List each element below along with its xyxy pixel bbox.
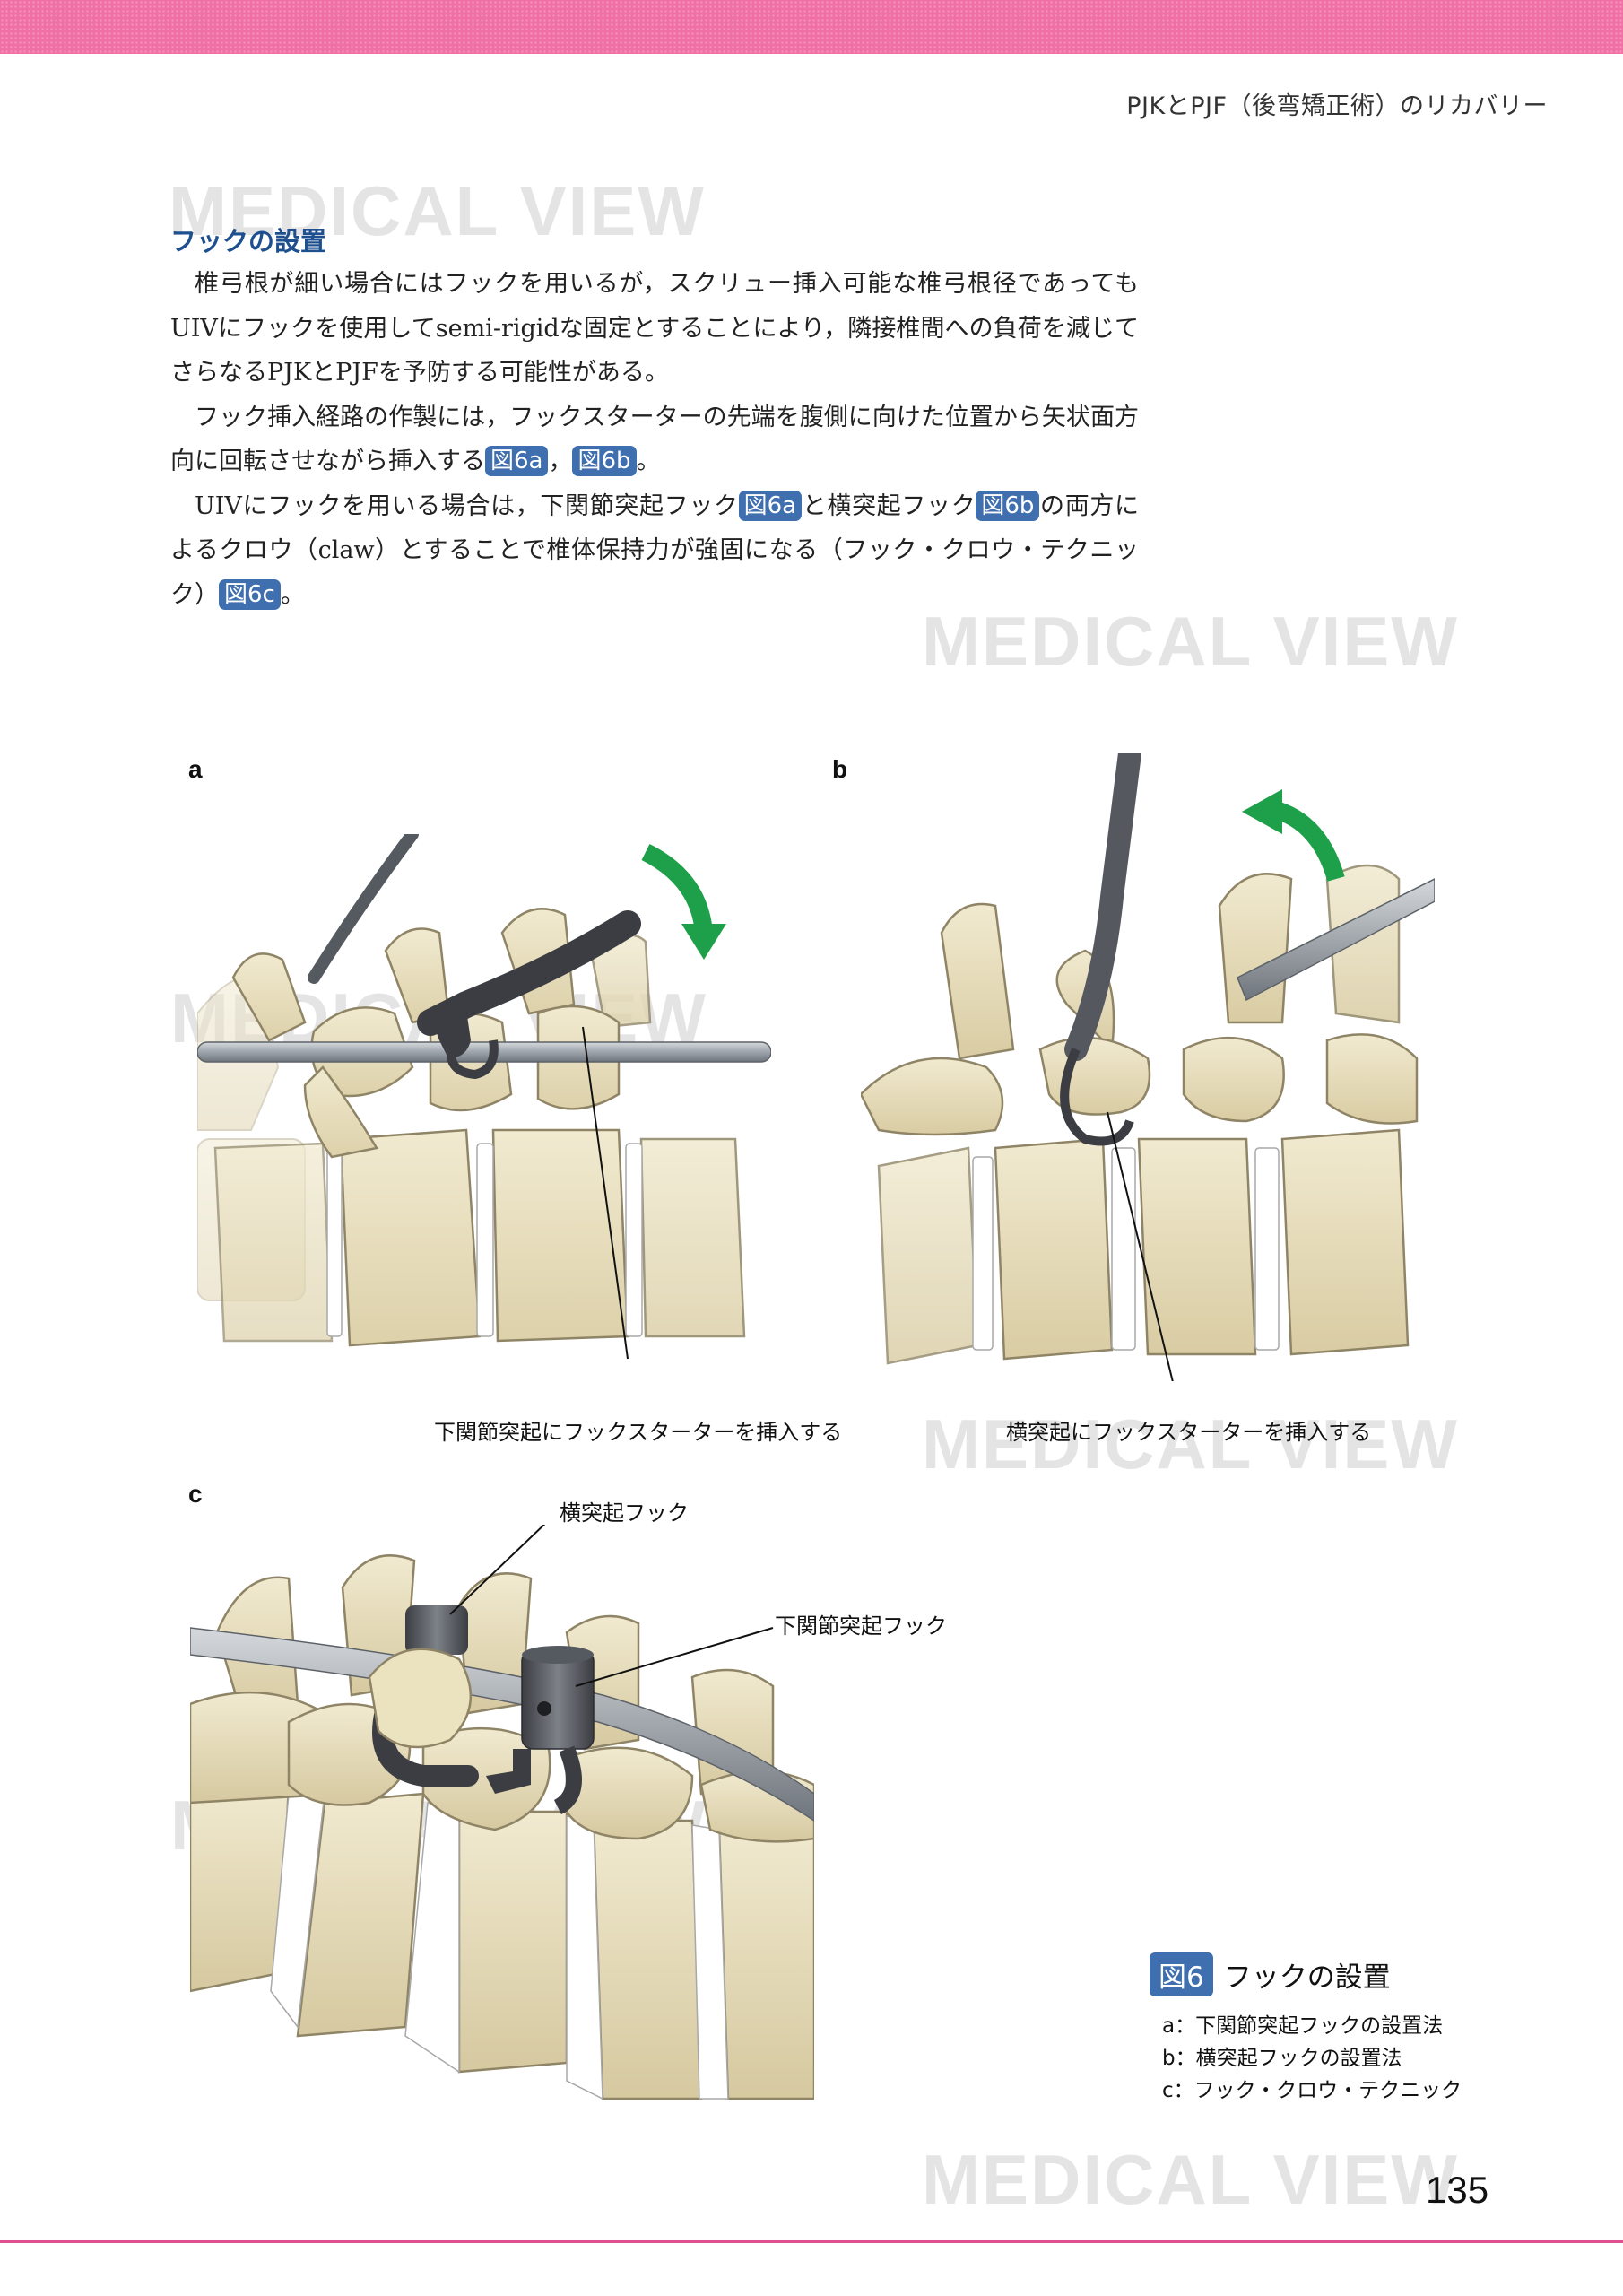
page-number: 135 — [1426, 2169, 1489, 2211]
illustration-panel-a — [197, 834, 771, 1360]
running-head: PJKとPJF（後弯矯正術）のリカバリー — [1126, 92, 1548, 120]
paragraph-2-text: フック挿入経路の作製には，フックスターターの先端を腹側に向けた位置から矢状面方向… — [170, 403, 1139, 476]
panel-letter-c: c — [188, 1480, 203, 1508]
caption-item-a: a：下関節突起フックの設置法 — [1162, 2014, 1444, 2038]
panel-letter-a: a — [188, 755, 203, 783]
paragraph-3-text: の両方によるクロウ（claw）とすることで椎体保持力が強固になる（フック・クロウ… — [170, 491, 1140, 609]
caption-item-c: c：フック・クロウ・テクニック — [1162, 2079, 1462, 2102]
figure-caption-text: フックの設置 — [1223, 1961, 1391, 1994]
label-transverse-hook: 横突起フック — [560, 1500, 689, 1526]
section-title: フックの設置 — [170, 226, 327, 257]
label-panel-a: 下関節突起にフックスターターを挿入する — [434, 1420, 843, 1445]
figure-ref-6c[interactable]: 図6c — [219, 578, 281, 610]
illustration-panel-b — [861, 753, 1435, 1381]
bottom-rule — [0, 2240, 1623, 2243]
paragraph-3-text: UIVにフックを用いる場合は，下関節突起フック — [195, 491, 739, 520]
figure-ref-6a[interactable]: 図6a — [485, 446, 549, 476]
label-inferior-articular-hook: 下関節突起フック — [775, 1613, 947, 1639]
watermark: MEDICAL VIEW — [922, 602, 1459, 681]
paragraph-3-text: と横突起フック — [802, 491, 976, 520]
figure-caption-title: 図6 フックの設置 — [1150, 1952, 1391, 1996]
watermark: MEDICAL VIEW — [169, 171, 706, 250]
watermark: MEDICAL VIEW — [922, 1405, 1459, 1483]
caption-item-b: b：横突起フックの設置法 — [1162, 2047, 1402, 2070]
period: 。 — [636, 448, 661, 475]
figure-ref-6b[interactable]: 図6b — [572, 446, 637, 476]
period: 。 — [280, 580, 305, 609]
paragraph-1: 椎弓根が細い場合にはフックを用いるが，スクリュー挿入可能な椎弓根径であってもUI… — [170, 270, 1139, 387]
body-text: 椎弓根が細い場合にはフックを用いるが，スクリュー挿入可能な椎弓根径であってもUI… — [170, 262, 1139, 617]
panel-letter-b: b — [832, 755, 848, 783]
figure-caption-list: a：下関節突起フックの設置法 b：横突起フックの設置法 c：フック・クロウ・テク… — [1162, 2010, 1462, 2107]
figure-ref-6a[interactable]: 図6a — [738, 490, 803, 521]
figure-number-badge: 図6 — [1150, 1952, 1213, 1996]
separator: ， — [548, 448, 573, 475]
watermark: MEDICAL VIEW — [922, 2140, 1459, 2219]
label-panel-b: 横突起にフックスターターを挿入する — [1006, 1420, 1372, 1445]
paragraph-2: フック挿入経路の作製には，フックスターターの先端を腹側に向けた位置から矢状面方向… — [170, 396, 1139, 484]
illustration-panel-c — [190, 1525, 814, 2100]
figure-ref-6b[interactable]: 図6b — [976, 490, 1040, 521]
header-band — [0, 0, 1623, 54]
